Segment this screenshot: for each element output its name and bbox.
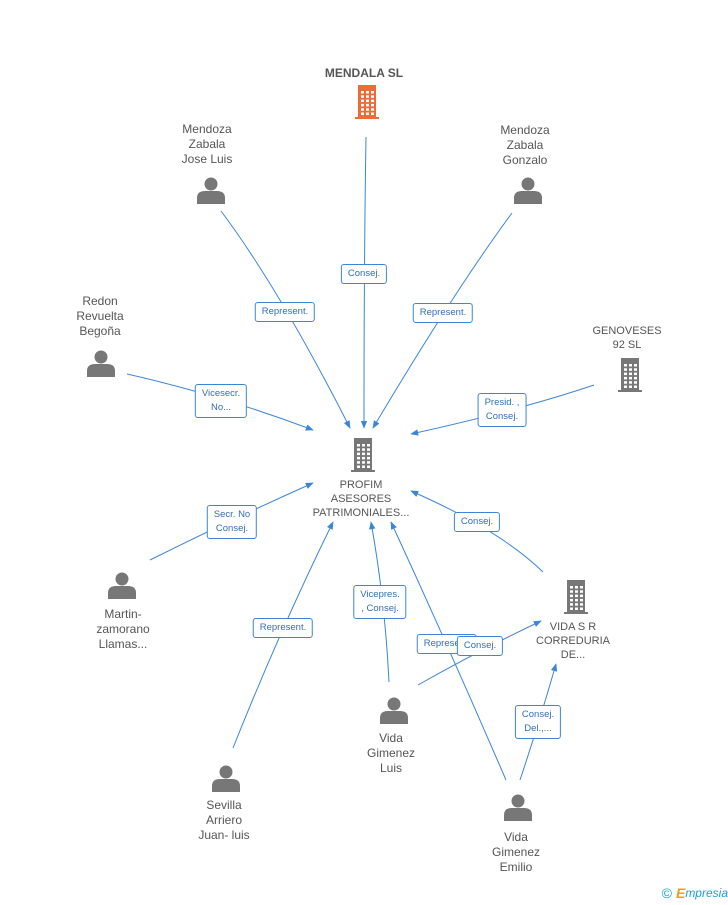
node-label-martin[interactable]: Martin- zamorano Llamas...: [96, 607, 150, 651]
person-icon-martin[interactable]: [108, 572, 136, 600]
edge-label-vida_sr[interactable]: Consej.: [453, 512, 501, 532]
icons-layer: [87, 85, 642, 821]
edge-label-redon[interactable]: Vicesecr. No...: [194, 384, 248, 418]
node-label-vida_sr[interactable]: VIDA S R CORREDURIA DE...: [536, 621, 610, 661]
node-label-sevilla[interactable]: Sevilla Arriero Juan- luis: [198, 798, 250, 842]
building-icon-mendala[interactable]: [355, 85, 379, 119]
edge-label-vg_luis[interactable]: Vicepres. , Consej.: [353, 585, 407, 619]
person-icon-mz_jose[interactable]: [197, 177, 225, 205]
edge-label-mz_gonzalo[interactable]: Represent.: [412, 303, 474, 323]
person-icon-vg_luis[interactable]: [380, 697, 408, 725]
edge-label-vg_luis[interactable]: Consej.: [456, 636, 504, 656]
node-label-profim[interactable]: PROFIM ASESORES PATRIMONIALES...: [312, 479, 410, 519]
node-label-vg_luis[interactable]: Vida Gimenez Luis: [366, 731, 416, 775]
node-label-genoveses[interactable]: GENOVESES 92 SL: [592, 325, 662, 351]
node-label-vg_emilio[interactable]: Vida Gimenez Emilio: [491, 830, 541, 874]
person-icon-mz_gonzalo[interactable]: [514, 177, 542, 205]
node-label-mz_jose[interactable]: Mendoza Zabala Jose Luis: [181, 122, 233, 166]
node-label-mendala[interactable]: MENDALA SL: [324, 66, 404, 80]
brand-name: mpresia: [685, 886, 728, 900]
building-icon-profim[interactable]: [351, 438, 375, 472]
person-icon-redon[interactable]: [87, 350, 115, 378]
edge-label-vg_emilio[interactable]: Consej. Del.,...: [514, 705, 562, 739]
node-label-redon[interactable]: Redon Revuelta Begoña: [76, 294, 124, 338]
edge-label-mendala[interactable]: Consej.: [340, 264, 388, 284]
person-icon-vg_emilio[interactable]: [504, 794, 532, 822]
edge-label-martin[interactable]: Secr. No Consej.: [206, 505, 258, 539]
brand-e: E: [675, 885, 686, 901]
building-icon-vida_sr[interactable]: [564, 580, 588, 614]
person-icon-sevilla[interactable]: [212, 765, 240, 793]
edge-label-sevilla[interactable]: Represent.: [252, 618, 314, 638]
edge-label-mz_jose[interactable]: Represent.: [254, 302, 316, 322]
copyright-icon: ©: [661, 885, 672, 901]
node-label-mz_gonzalo[interactable]: Mendoza Zabala Gonzalo: [500, 123, 550, 167]
building-icon-genoveses[interactable]: [618, 358, 642, 392]
edge-label-genoveses[interactable]: Presid. , Consej.: [477, 393, 527, 427]
